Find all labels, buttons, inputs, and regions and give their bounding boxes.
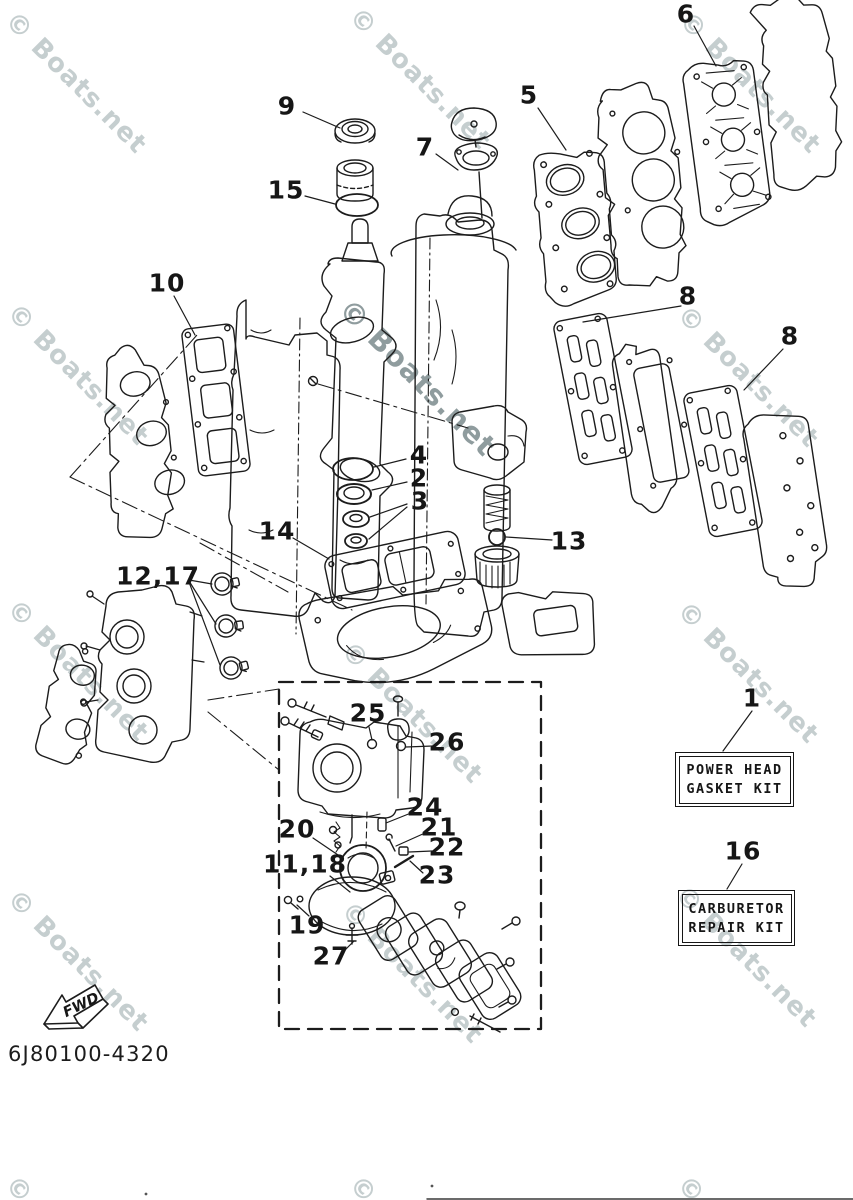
part-callout-26: 26 — [428, 727, 466, 757]
carb-part-22-art — [398, 846, 409, 856]
group-lines-art — [69, 334, 353, 611]
part-callout-3: 3 — [410, 486, 430, 516]
crankshaft-art — [319, 218, 397, 601]
kit-label-line: POWER HEAD — [686, 762, 783, 778]
part-callout-8b: 8 — [780, 321, 800, 351]
fwd-arrow: FWD — [43, 984, 109, 1030]
power-head-gasket-kit-box: POWER HEAD GASKET KIT — [675, 752, 794, 807]
carb-part-26-art — [395, 740, 407, 752]
exhaust-outer-cover-art — [742, 414, 828, 588]
part-callout-4: 4 — [409, 440, 429, 470]
part-callout-5: 5 — [519, 80, 539, 110]
pan-gasket-14-art — [324, 530, 466, 610]
part-callout-22: 22 — [428, 832, 466, 862]
head-cover-art — [749, 0, 843, 192]
strainer-spring-art — [483, 484, 511, 532]
detail-pointer-lines-art — [207, 688, 280, 771]
thermostat-cover-7-art — [450, 107, 499, 219]
part-callout-6: 6 — [676, 0, 696, 29]
carb-needle-jets-art — [280, 698, 345, 741]
carb-part-24-art — [377, 817, 387, 832]
carb-body-art — [297, 718, 425, 819]
crankcase-left-art — [228, 299, 341, 635]
carburetor-repair-kit-box: CARBURETOR REPAIR KIT — [678, 890, 795, 946]
oil-seal-2-art — [336, 483, 372, 505]
part-callout-7: 7 — [415, 132, 435, 162]
part-callout-9: 9 — [277, 91, 297, 121]
o-ring-13-art — [488, 528, 506, 546]
strainer-bracket-art — [451, 404, 528, 481]
carb-under-parts-art — [328, 811, 415, 869]
intake-manifold-art — [104, 344, 186, 539]
carb-part-23-art — [393, 854, 415, 869]
clamp-ring-2-art — [212, 612, 246, 640]
bearing-9-art — [334, 118, 376, 144]
part-callout-13: 13 — [550, 526, 588, 556]
part-callout-11-18: 11,18 — [262, 849, 348, 879]
intake-gasket-10-art — [181, 323, 251, 477]
part-callout-8a: 8 — [678, 281, 698, 311]
part-callout-10: 10 — [148, 268, 186, 298]
clamp-ring-3-art — [216, 652, 251, 683]
bearing-3-art — [342, 510, 370, 549]
bowl-screws-19-art — [283, 895, 304, 910]
exhaust-manifold-gasket-art — [35, 643, 97, 765]
exhaust-gasket-8a-art — [551, 311, 635, 467]
carb-part-25-art — [366, 738, 378, 750]
o-ring-15-art — [335, 193, 379, 217]
exhaust-gasket-8b-art — [681, 383, 765, 539]
exhaust-inner-cover-art — [611, 343, 690, 514]
part-callout-12-17: 12,17 — [115, 561, 201, 591]
head-cover-gasket-6-art — [682, 59, 772, 227]
float-ring-20-art — [339, 844, 396, 892]
part-callout-19: 19 — [288, 910, 326, 940]
scan-artifacts — [144, 1184, 434, 1196]
part-callout-1: 1 — [742, 683, 762, 713]
part-callout-27: 27 — [312, 941, 350, 971]
carburetor-bank-art — [80, 584, 205, 764]
kit-label-line: CARBURETOR — [688, 900, 785, 917]
engine-screw-art — [307, 375, 469, 429]
kit-label-line: REPAIR KIT — [688, 919, 785, 936]
oil-pan-art — [298, 578, 493, 684]
kit-label-line: GASKET KIT — [686, 781, 783, 797]
fuel-pump-stack-art — [357, 894, 522, 1033]
part-callout-21: 21 — [420, 812, 458, 842]
part-callout-2: 2 — [409, 463, 429, 493]
part-callout-16: 16 — [724, 836, 762, 866]
part-callout-23: 23 — [418, 860, 456, 890]
cylinder-head-art — [597, 81, 687, 287]
part-callout-20: 20 — [278, 814, 316, 844]
diagram-code: 6J80100-4320 — [8, 1042, 170, 1066]
leader-lines — [173, 25, 784, 952]
part-callout-25: 25 — [349, 698, 387, 728]
clamp-ring-1-art — [208, 569, 242, 598]
part-callout-15: 15 — [267, 175, 305, 205]
head-gasket-5-art — [532, 149, 617, 307]
carburetor-detail-box — [277, 680, 543, 1031]
strainer-cup-art — [474, 545, 520, 589]
part-callout-24: 24 — [406, 792, 444, 822]
carb-top-screw-art — [387, 695, 410, 741]
part-callout-14: 14 — [258, 516, 296, 546]
drain-valve-27-art — [345, 922, 359, 945]
carb-part-21-art — [385, 833, 396, 852]
o-ring-4-art — [332, 457, 374, 481]
exhaust-guide-art — [501, 591, 596, 656]
